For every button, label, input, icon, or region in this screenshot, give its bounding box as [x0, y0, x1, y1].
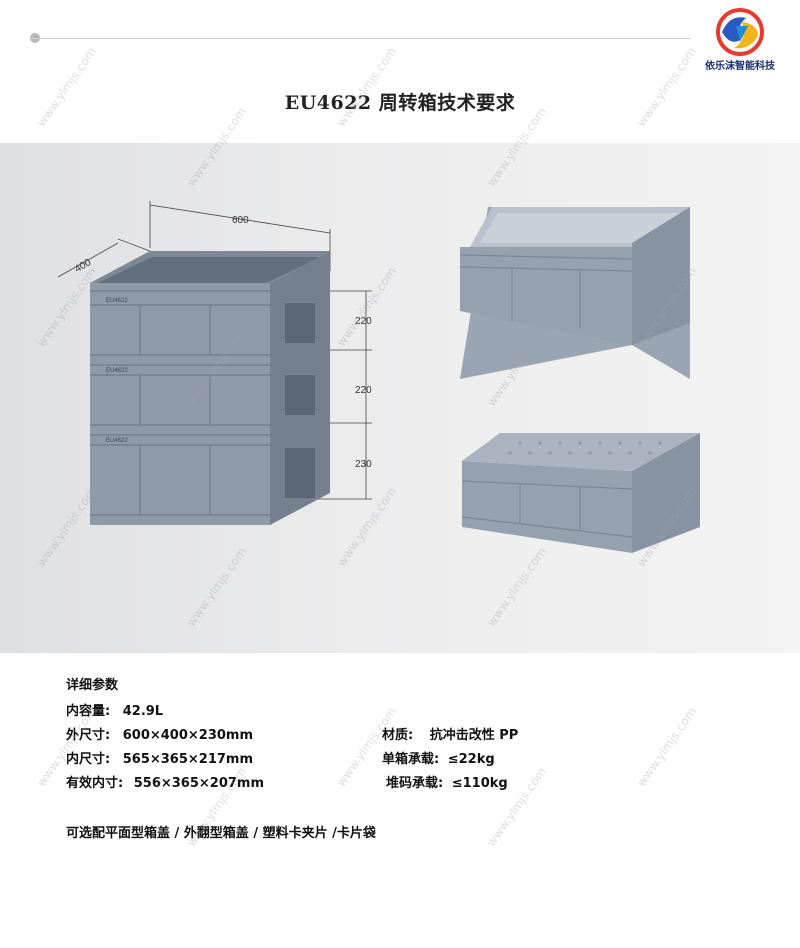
header-rule	[30, 38, 690, 39]
lidded-crate-render	[461, 433, 700, 553]
outer-size-row: 外尺寸: 600×400×230mm	[66, 724, 253, 743]
crate-label-2: EU4622	[106, 368, 128, 374]
crate-label-1: EU4622	[106, 298, 128, 304]
single-load-label: 单箱承载:	[382, 752, 440, 767]
capacity-row: 内容量: 42.9L	[66, 700, 163, 719]
effective-size-row: 有效内寸: 556×365×207mm	[66, 772, 264, 791]
inner-size-value: 565×365×217mm	[122, 752, 254, 767]
single-load-row: 单箱承载: ≤22kg	[382, 748, 495, 767]
brand-logo-icon	[716, 8, 764, 56]
outer-size-value: 600×400×230mm	[122, 728, 254, 743]
capacity-label: 内容量:	[66, 704, 111, 719]
stacked-crates: EU4622 EU4622 EU4622	[90, 251, 330, 525]
material-label: 材质:	[382, 728, 414, 743]
inner-size-label: 内尺寸:	[66, 752, 111, 767]
effective-size-value: 556×365×207mm	[133, 776, 265, 791]
spec-heading: 详细参数	[66, 678, 119, 693]
watermark-text: www.ylmjs.com	[334, 44, 400, 130]
material-value: 抗冲击改性 PP	[429, 728, 519, 743]
inner-size-row: 内尺寸: 565×365×217mm	[66, 748, 253, 767]
stack-load-row: 堆码承载: ≤110kg	[386, 772, 508, 791]
brand-name: 依乐沫智能科技	[705, 61, 775, 72]
open-crate-render	[459, 207, 690, 379]
watermark-text: www.ylmjs.com	[34, 44, 100, 130]
capacity-value: 42.9L	[122, 704, 164, 719]
product-image-area: 600 400 220 220 230 EU4622	[0, 143, 800, 653]
dim-h2-label: 220	[355, 385, 372, 396]
single-load-value: ≤22kg	[447, 752, 495, 767]
stack-load-label: 堆码承载:	[386, 776, 444, 791]
dim-depth-label: 400	[73, 257, 93, 275]
product-drawing: 600 400 220 220 230 EU4622	[57, 201, 700, 553]
outer-size-label: 外尺寸:	[66, 728, 111, 743]
stack-load-value: ≤110kg	[451, 776, 508, 791]
watermark-text: www.ylmjs.com	[634, 704, 700, 790]
page-title: EU4622 周转箱技术要求	[284, 92, 516, 114]
dim-width-label: 600	[232, 215, 249, 226]
crate-label-3: EU4622	[106, 438, 128, 444]
effective-size-label: 有效内寸:	[66, 776, 124, 791]
dim-h3-label: 230	[355, 459, 372, 470]
material-row: 材质: 抗冲击改性 PP	[382, 724, 518, 743]
dim-h1-label: 220	[355, 316, 372, 327]
watermark-text: www.ylmjs.com	[634, 44, 700, 130]
accessory-options: 可选配平面型箱盖 / 外翻型箱盖 / 塑料卡夹片 /卡片袋	[66, 826, 376, 841]
